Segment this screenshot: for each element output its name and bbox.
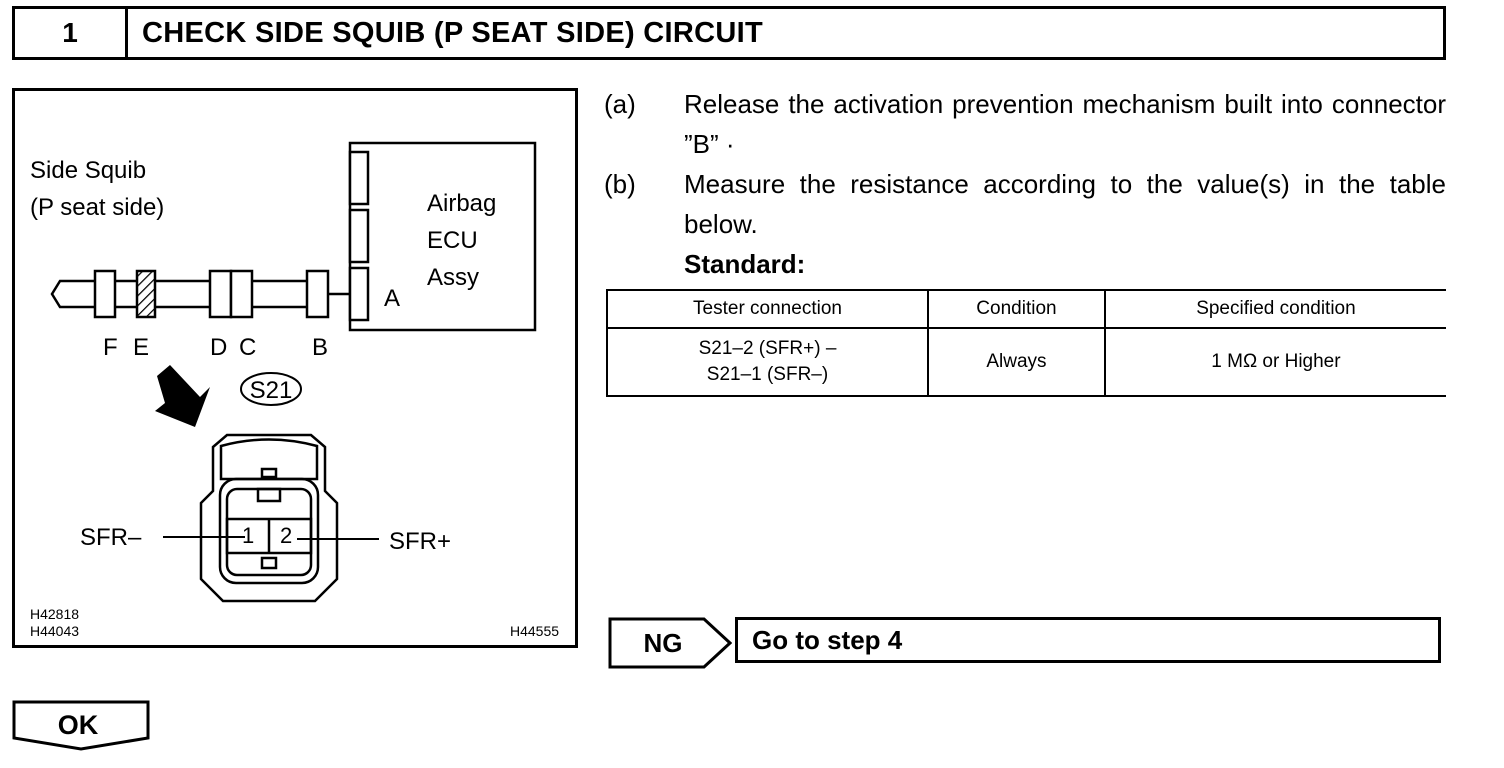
connector-id-ellipse: [240, 372, 302, 406]
table-row: S21–2 (SFR+) – S21–1 (SFR–) Always 1 MΩ …: [606, 327, 1446, 397]
ng-tag: NG: [608, 617, 732, 669]
arrow-icon: [155, 365, 210, 427]
cell-connection-line-1: S21–2 (SFR+) –: [698, 338, 837, 359]
fig-code-3: H44555: [510, 623, 559, 639]
ok-label: OK: [58, 710, 99, 740]
step-b-text: Measure the resistance according to the …: [684, 169, 1446, 239]
ok-tag: OK: [12, 700, 150, 751]
diagram-svg: Side Squib (P seat side) Airbag ECU Assy…: [30, 141, 559, 639]
ecu-label-1: Airbag: [427, 190, 496, 217]
connector-c: [229, 269, 254, 319]
step-a-text: Release the activation prevention mechan…: [684, 89, 1446, 159]
label-e: E: [133, 334, 149, 361]
pin-2-label: SFR+: [389, 528, 451, 555]
step-number: 1: [15, 9, 128, 57]
step-b-tag: (b): [604, 169, 636, 199]
cell-specified: 1 MΩ or Higher: [1103, 327, 1446, 397]
cell-condition: Always: [926, 327, 1106, 397]
connector-e: [135, 269, 157, 319]
ng-action-box: Go to step 4: [735, 617, 1441, 663]
connector-id: S21: [250, 377, 293, 404]
col-tester-connection: Tester connection: [606, 289, 929, 329]
fig-code-1: H42818: [30, 606, 79, 622]
connector-f: [93, 269, 117, 319]
connector-d: [208, 269, 233, 319]
label-f: F: [103, 334, 118, 361]
label-d: D: [210, 334, 227, 361]
connector-face: [199, 433, 339, 603]
cell-connection-line-2: S21–1 (SFR–): [706, 364, 829, 385]
component-label-1: Side Squib: [30, 157, 146, 184]
connector-b: [305, 269, 330, 319]
ecu-label-2: ECU: [427, 227, 478, 254]
wiring-diagram: Side Squib (P seat side) Airbag ECU Assy…: [12, 88, 578, 648]
step-title: CHECK SIDE SQUIB (P SEAT SIDE) CIRCUIT: [142, 16, 763, 49]
label-b: B: [312, 334, 328, 361]
standard-label: Standard:: [684, 249, 806, 279]
fig-code-2: H44043: [30, 623, 79, 639]
spec-table: Tester connection Condition Specified co…: [606, 289, 1446, 397]
step-a-tag: (a): [604, 89, 636, 119]
ecu-label-3: Assy: [427, 264, 479, 291]
airbag-ecu-box: [348, 141, 537, 332]
step-b: (b) Measure the resistance according to …: [604, 164, 1446, 244]
cell-connection: S21–2 (SFR+) – S21–1 (SFR–): [606, 327, 929, 397]
wire-harness: [50, 269, 350, 319]
table-header-row: Tester connection Condition Specified co…: [606, 289, 1446, 329]
instruction-steps: (a) Release the activation prevention me…: [604, 84, 1446, 284]
label-c: C: [239, 334, 256, 361]
connector-a-label: A: [384, 285, 400, 312]
col-condition: Condition: [926, 289, 1106, 329]
pin-2: 2: [280, 523, 292, 548]
step-a: (a) Release the activation prevention me…: [604, 84, 1446, 164]
pin-1: 1: [242, 523, 254, 548]
component-label-2: (P seat side): [30, 194, 164, 221]
step-header: 1 CHECK SIDE SQUIB (P SEAT SIDE) CIRCUIT: [12, 6, 1446, 60]
ng-label: NG: [644, 628, 683, 658]
pin-1-label: SFR–: [80, 524, 142, 551]
col-specified-condition: Specified condition: [1103, 289, 1446, 329]
